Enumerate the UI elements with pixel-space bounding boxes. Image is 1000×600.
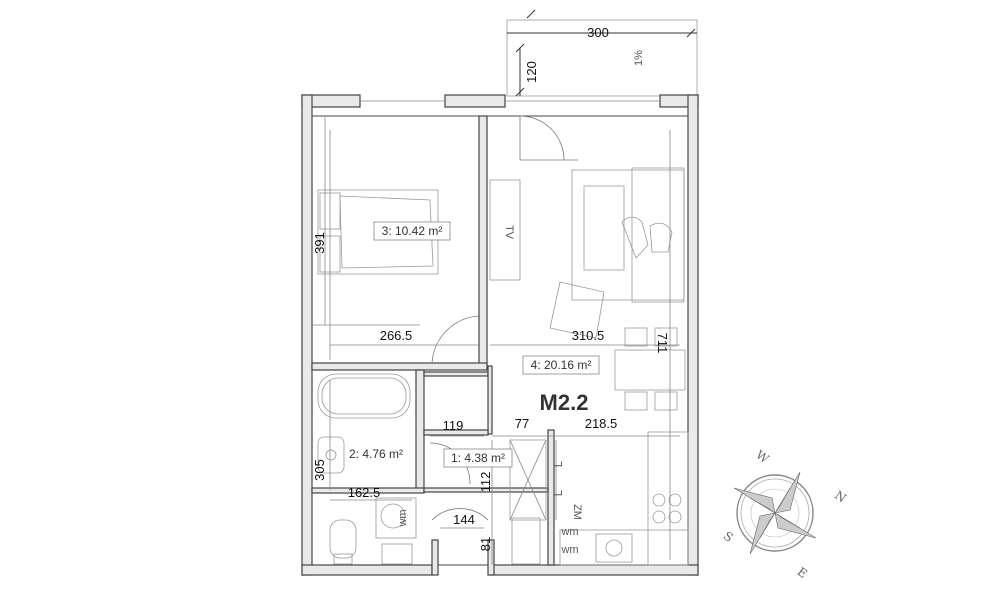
dim-hall-width: 119 xyxy=(443,418,464,433)
living-furniture xyxy=(489,167,686,411)
unit-label: M2.2 xyxy=(540,390,589,415)
compass-rose xyxy=(733,471,817,555)
bathtub xyxy=(317,373,411,419)
toilet xyxy=(329,519,357,565)
room-label-bedroom: 3: 10.42 m² xyxy=(382,224,443,238)
dim-bedroom-width: 266.5 xyxy=(380,328,413,343)
compass-south: S xyxy=(721,529,736,545)
dim-entry-width: 144 xyxy=(453,512,475,527)
dim-balcony-width: 300 xyxy=(587,25,609,40)
dim-hall-offset: 77 xyxy=(515,416,529,431)
sink xyxy=(317,436,345,474)
compass-north: N xyxy=(832,488,849,505)
dim-living-width: 310.5 xyxy=(572,328,605,343)
interior-walls xyxy=(311,115,555,576)
slope-label: 1% xyxy=(633,50,645,66)
dim-bath-height: 305 xyxy=(312,459,327,481)
wm-label-hall-1: wm xyxy=(560,526,578,538)
dimension-ticks xyxy=(329,130,680,565)
dim-entry-height: 81 xyxy=(478,537,493,551)
wm-label-hall-2: wm xyxy=(560,544,578,556)
wm-label-bathroom: wm xyxy=(397,509,409,527)
bed xyxy=(312,116,439,326)
hall-closet xyxy=(509,439,547,565)
l-label-2: L xyxy=(553,490,565,496)
kitchen-counter xyxy=(555,431,689,566)
room-label-hall: 1: 4.38 m² xyxy=(451,451,505,465)
dim-bath-width: 162.5 xyxy=(348,485,381,500)
room-label-bathroom: 2: 4.76 m² xyxy=(349,447,403,461)
l-label-1: L xyxy=(553,461,565,467)
outer-walls xyxy=(301,94,699,576)
compass-east: E xyxy=(795,564,810,580)
dim-balcony-depth: 120 xyxy=(524,61,539,83)
dim-bedroom-height: 391 xyxy=(312,232,327,254)
room-label-living: 4: 20.16 m² xyxy=(531,358,592,372)
tv-label: TV xyxy=(503,225,515,240)
dim-kitchen-width: 218.5 xyxy=(585,416,618,431)
balcony xyxy=(506,9,698,97)
compass-west: W xyxy=(753,447,772,466)
washing-machine xyxy=(375,497,417,565)
dim-living-height: 711 xyxy=(655,333,670,354)
dim-hall-height: 112 xyxy=(478,472,493,493)
zm-label: ZM xyxy=(571,504,583,520)
